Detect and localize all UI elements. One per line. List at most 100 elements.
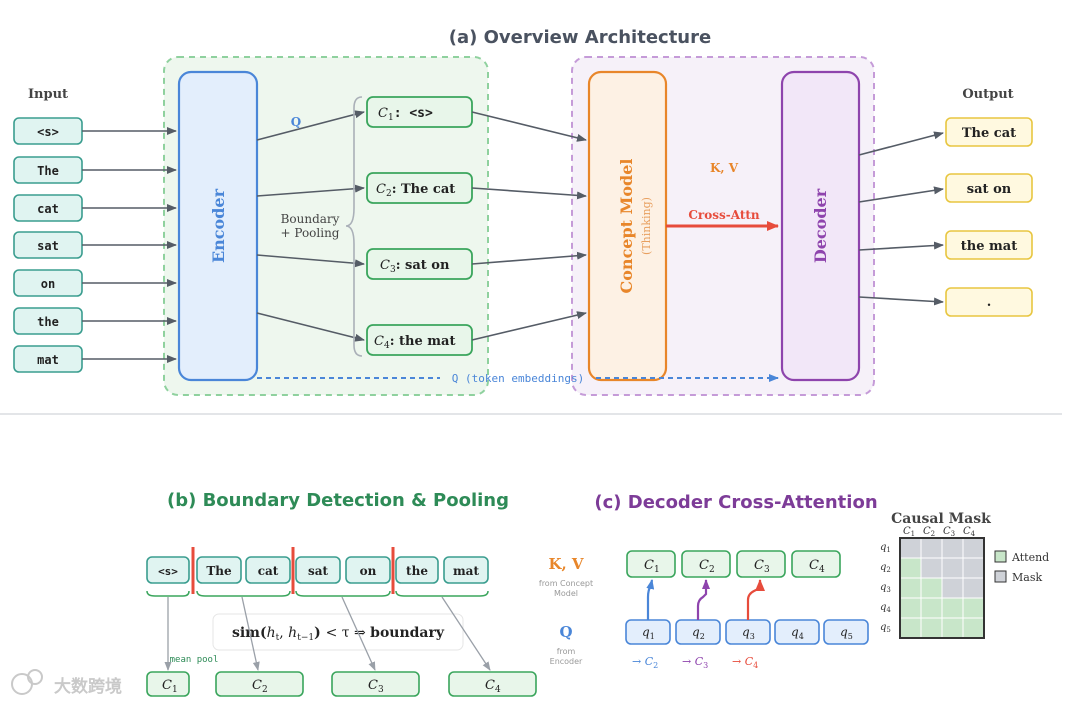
boundary-token: mat [443,556,489,584]
svg-text:q1: q1 [880,542,891,554]
pooled-concept-list: C1 C2 C3 C4 [146,671,537,697]
causal-mask-title: Causal Mask [891,511,991,527]
pooled-concept: C2 [215,671,304,697]
mask-grid-border [899,537,985,639]
ca-query: q3 [725,619,771,645]
mask-cell-attend [962,597,985,619]
concept-model-label: Concept Model [617,159,636,294]
thinking-label: (Thinking) [640,197,653,255]
concept-box: C4: the mat [366,324,473,356]
decoder-output-arrows [858,131,944,306]
boundary-token: cat [245,556,291,584]
svg-text:<s>: <s> [37,125,59,139]
mask-row-labels: q1 q2 q3 q4 q5 [880,542,891,634]
output-label: Output [962,87,1013,102]
boundary-markers [191,547,395,594]
mask-cell-attend [899,577,922,599]
ca-kv-label: K, V [548,555,583,573]
svg-text:the: the [37,315,59,329]
watermark: 大数跨境 [11,669,122,697]
cross-attn-label: Cross-Attn [688,208,760,222]
boundary-label-line2: + Pooling [281,226,340,240]
encoder-block [177,70,259,382]
ca-arrow-label-2: → C3 [682,655,708,670]
ca-arrow-q1 [646,579,655,620]
boundary-token-list: <s> The cat sat on the mat [146,556,489,584]
formula-box [212,613,464,651]
mask-cell-attend [899,617,922,639]
legend-attend-label: Attend [1011,551,1049,564]
ca-concept: C2 [681,550,731,578]
input-token: cat [13,194,83,222]
mask-column-labels: C1 C2 C3 C4 [903,526,976,538]
ca-kv-from-2: Model [554,589,578,598]
output-token: sat on [945,173,1033,203]
input-token: <s> [13,117,83,145]
svg-text:C4: the mat: C4: the mat [374,334,455,351]
mask-cell-masked [962,557,985,579]
ca-arrow-q3 [746,579,765,620]
svg-text:The: The [206,564,232,578]
pooled-concept: C1 [146,671,190,697]
boundary-token: <s> [146,556,190,584]
ca-arrow-q2 [696,579,710,620]
svg-text:C2: C2 [923,526,935,538]
mask-cell-masked [962,577,985,599]
mask-cell-masked [941,537,964,559]
svg-text:The cat: The cat [962,126,1016,141]
input-label: Input [28,87,68,102]
boundary-section-title: (b) Boundary Detection & Pooling [167,490,509,511]
cross-attention-title: (c) Decoder Cross-Attention [594,492,877,513]
concept-box: C2: The cat [366,172,473,204]
svg-text:C1: C1 [903,526,915,538]
ca-q-from-1: from [557,647,576,656]
boundary-token: the [395,556,439,584]
svg-text:q2: q2 [880,562,891,574]
legend-mask-label: Mask [1012,571,1042,584]
mask-cell-attend [920,617,943,639]
mask-cell-attend [941,597,964,619]
input-token: sat [13,231,83,259]
decoder-block [780,70,861,382]
ca-concept: C3 [736,550,786,578]
svg-text:C3: C3 [943,526,955,538]
encoder-label: Encoder [209,188,228,263]
mask-cell-attend [899,597,922,619]
ca-q-label: Q [559,623,572,641]
legend-mask-swatch [994,570,1007,583]
pooled-concept: C3 [331,671,420,697]
svg-text:C2: The cat: C2: The cat [376,182,455,199]
ca-concept: C4 [791,550,841,578]
decoder-label: Decoder [811,188,830,263]
concept-list: C1: <s> C2: The cat C3: sat on C4: the m… [366,96,473,356]
ca-query-list: q1 q2 q3 q4 q5 [625,619,869,645]
svg-text:The: The [37,164,59,178]
causal-mask-grid [899,537,985,639]
mask-cell-masked [920,537,943,559]
svg-text:q3: q3 [880,582,891,594]
svg-text:<s>: <s> [158,565,178,578]
svg-text:mat: mat [453,564,479,578]
svg-text:sat: sat [308,564,329,578]
ca-concept-list: C1 C2 C3 C4 [626,550,841,578]
mask-cell-attend [899,557,922,579]
svg-text:C3: sat on: C3: sat on [380,258,450,275]
mask-cell-attend [962,617,985,639]
concept-box: C1: <s> [366,96,473,128]
ca-kv-from-1: from Concept [539,579,593,588]
svg-text:C1: <s>: C1: <s> [378,106,433,123]
mask-cell-attend [920,577,943,599]
pooled-concept: C4 [448,671,537,697]
svg-text:the mat: the mat [961,239,1017,254]
ca-query: q5 [823,619,869,645]
legend-attend-swatch [994,550,1007,563]
ca-arrow-label-1: → C2 [632,655,658,670]
mask-cell-masked [920,557,943,579]
mean-pool-label: mean pool [170,655,219,665]
svg-text:sat on: sat on [967,182,1012,197]
output-token: The cat [945,117,1033,147]
svg-text:cat: cat [258,564,279,578]
mask-cell-masked [941,577,964,599]
input-arrows [82,127,177,363]
